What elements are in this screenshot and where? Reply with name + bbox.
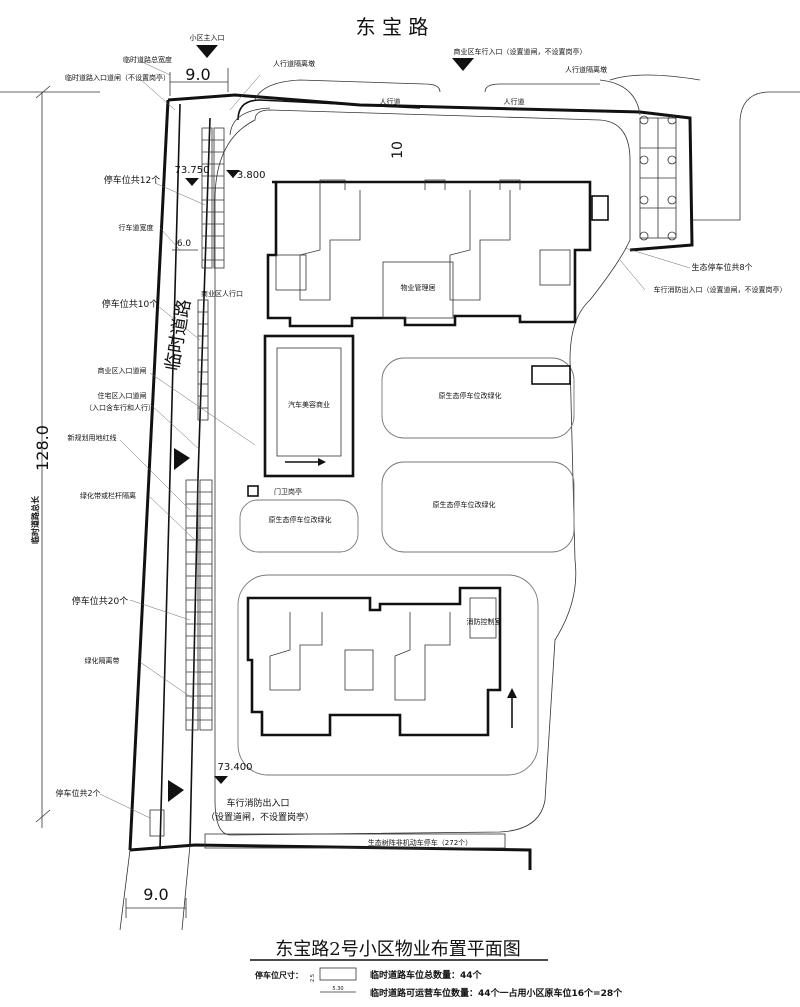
eco-green-label-1: 原生态停车位改绿化 [439,391,502,400]
parking-10-label: 停车位共10个 [102,298,158,310]
eco-green-label-2: 原生态停车位改绿化 [433,500,496,509]
road-length-label: 临时道路总长 [30,495,40,544]
green-zone-2 [381,461,575,553]
car-beauty-inner [276,347,342,457]
direction-arrow-icon [174,448,190,470]
road-length-value: 128.0 [33,425,52,471]
fire-exit-bottom-label: 车行消防出入口 [226,797,289,809]
inner-drive-curve [229,107,271,136]
property-mgmt-label: 物业管理居 [401,283,436,292]
small-structure [531,365,571,385]
left-sidewalk-line [254,79,441,101]
ped-isle-left-label: 人行道隔离墩 [273,59,315,68]
building-top [266,179,609,328]
usable-spaces: 临时道路可运营车位数量：44个一占用小区原车位16个=28个 [370,987,623,999]
inner-drive-top [237,99,421,121]
road-length-tick-bottom [35,809,51,823]
sidewalk-label-1: 人行道 [380,97,401,106]
right-sidewalk-line [484,83,600,93]
bottom-road-right [181,844,191,931]
elev-2-marker-icon [226,170,240,178]
ped-isle-right-label: 人行道隔离墩 [565,65,607,74]
fire-control-label: 消防控制室 [467,617,502,626]
green-zone-3 [239,499,359,553]
space-size-box [319,967,357,981]
ramp-arrow-icon [318,458,326,466]
parking-2-label: 停车位共2个 [55,788,100,798]
callout-leaders [99,60,691,819]
car-beauty-building [263,334,355,478]
lane-width-label: 行车道宽度 [119,223,154,232]
bottom-width-value: 9.0 [143,885,168,904]
inner-ring-road [214,109,631,836]
planning-line-label: 新规划用地红线 [68,433,117,442]
green-zone-1 [381,357,575,439]
space-height-value: 2.5 [310,974,316,982]
elev-3-marker-icon [214,776,228,784]
right-sidewalk-curve [599,79,641,116]
eco-parking-8-label: 生态停车位共8个 [691,262,752,272]
site-bottom-boundary [129,843,532,870]
up-arrow-icon [507,688,517,698]
parking-2-spaces [149,809,165,837]
eco-green-label-3: 原生态停车位改绿化 [269,515,332,524]
setback-value: 10 [390,141,406,159]
guard-booth-box [247,485,259,497]
sidewalk-label-2: 人行道 [504,97,525,106]
temp-road-lane-line [159,103,181,849]
commercial-gate-label: 商业区入口道闸 [98,366,147,375]
temp-road-inner-edge [189,117,211,846]
bike-parking-label: 生态树阵非机动车停车（272个） [368,838,472,847]
space-width-value: 5.30 [332,986,343,992]
elev-1-marker-icon [185,178,199,186]
space-size-label: 停车位尺寸： [255,970,303,980]
lane-width-value: 6.0 [177,239,192,249]
site-top-boundary [167,93,694,252]
building-bottom [237,574,539,776]
fire-exit-right-label: 车行消防出入口（设置道闸，不设置岗亭） [654,285,787,294]
green-rail-label: 绿化带或栏杆隔离 [80,491,136,500]
bike-parking-strip [204,833,506,849]
temp-road-label: 临时道路 [162,298,195,373]
fire-exit-bottom-note: （设置道闸，不设置岗亭） [206,811,314,823]
bottom-road-left [119,849,131,931]
elev-3: 73.400 [218,762,253,773]
elev-2: 73.800 [231,170,266,181]
direction-arrow-icon-2 [168,780,184,802]
temp-road-gate-label: 临时道路入口道闸（不设置岗亭） [65,73,170,82]
right-road-curve [609,74,701,81]
residential-gate-label: 住宅区入口道闸 [98,391,147,400]
commercial-entrance-arrow-icon [452,58,474,71]
green-isle-label: 绿化隔离带 [85,656,120,665]
right-road-edge [692,91,800,221]
parking-row-upper [201,127,225,269]
parking-row-lower [185,479,213,731]
car-beauty-label: 汽车美容商业 [288,400,330,409]
parking-20-label: 停车位共20个 [72,595,128,607]
plan-title: 东宝路2号小区物业布置平面图 [275,939,520,960]
temp-road-outer-edge [128,99,170,851]
road-name: 东 宝 路 [356,15,429,39]
total-spaces: 临时道路车位总数量：44个 [370,969,483,981]
guard-booth-label: 门卫岗亭 [274,487,302,496]
parking-12-label: 停车位共12个 [104,174,160,186]
main-entrance-arrow-icon [196,45,218,58]
top-width-value: 9.0 [185,65,210,84]
parking-row-middle [197,299,209,421]
commercial-ped-label: 商业区人行口 [201,289,243,298]
main-entrance-label: 小区主入口 [190,33,225,42]
elev-1: 73.750 [175,165,210,176]
eco-parking-grid [639,115,677,241]
commercial-entrance-label: 商业区车行入口（设置道闸，不设置岗亭） [454,47,587,56]
residential-gate-note: （入口含车行和人行） [85,403,155,412]
temp-road-width-label: 临时道路总宽度 [123,55,172,64]
